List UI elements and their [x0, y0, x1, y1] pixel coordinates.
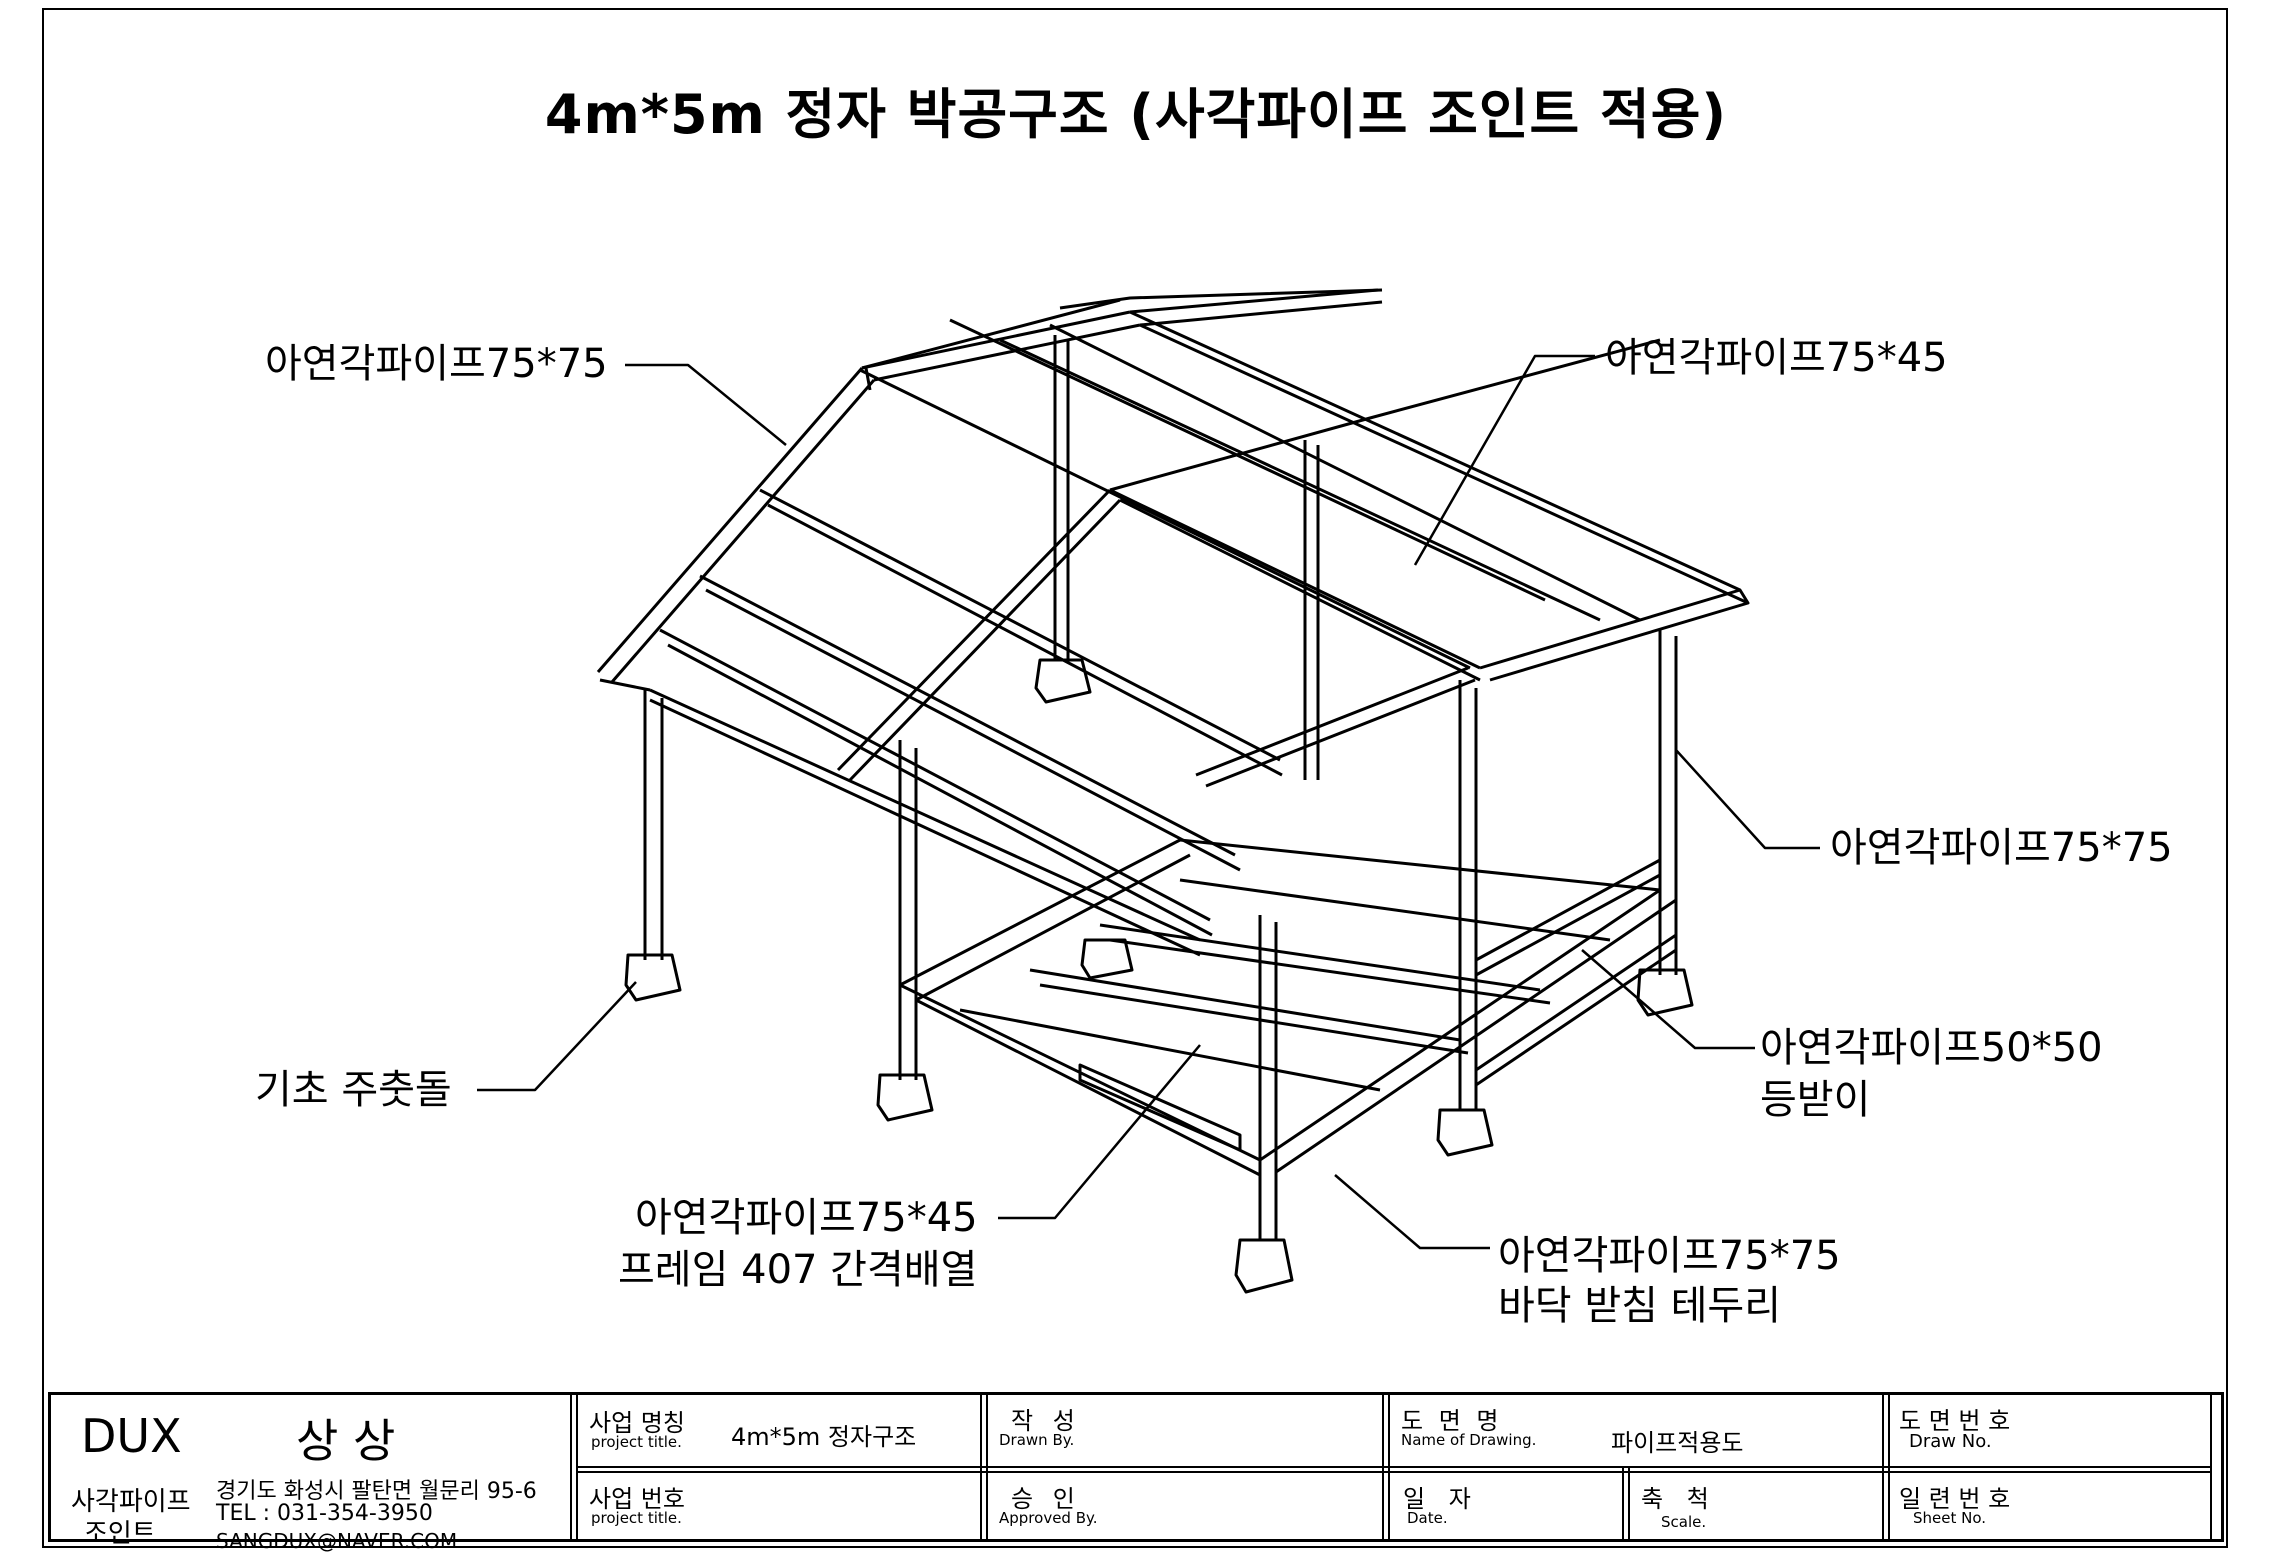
approved-by-label-en: Approved By.	[999, 1509, 1098, 1527]
roof-rafter-right	[1129, 310, 1749, 605]
date-label-en: Date.	[1407, 1509, 1448, 1527]
company-email: SANGDUX@NAVER.COM	[216, 1529, 458, 1553]
gable-rafter-left	[596, 367, 876, 683]
leader-foundation	[477, 981, 637, 1092]
callout-frame-2: 프레임 407 간격배열	[618, 1247, 978, 1293]
front-gable-mid	[1195, 666, 1476, 788]
roof-eave-right	[1479, 588, 1750, 682]
draw-no-label: 도 면 번 호	[1899, 1407, 2011, 1435]
drawing-name-label: 도 면 명	[1401, 1407, 1503, 1435]
scale-label: 축 척	[1641, 1485, 1717, 1513]
leader-floor	[1334, 1174, 1490, 1250]
ridge-beam	[861, 288, 1383, 370]
company-name: 상 상	[296, 1414, 396, 1468]
floor-frame-back	[899, 838, 1191, 1002]
drawn-by-label-en: Drawn By.	[999, 1431, 1075, 1449]
project-no-label-en: project title.	[591, 1509, 682, 1527]
leader-top-left	[625, 363, 787, 446]
sheet-no-label-en: Sheet No.	[1913, 1509, 1987, 1527]
project-name-label: 사업 명칭	[589, 1409, 685, 1437]
foundation-stone-1	[624, 953, 682, 1002]
draw-no-label-en: Draw No.	[1909, 1431, 1992, 1452]
purlin-3	[699, 574, 1241, 872]
company-address: 경기도 화성시 팔탄면 월문리 95-6	[216, 1479, 537, 1504]
leader-backrest	[1581, 949, 1755, 1050]
sheet-no-label: 일 련 번 호	[1899, 1485, 2011, 1513]
floor-frame-right	[1179, 838, 1661, 892]
leader-frame	[998, 1044, 1201, 1220]
title-block-grid	[570, 1395, 2212, 1539]
brand-sub-1: 사각파이프	[71, 1487, 191, 1517]
ridge-top	[1059, 288, 1383, 310]
post-back-left	[1053, 335, 1070, 660]
floor-frame-front	[1259, 888, 1677, 1174]
post-back-right	[1303, 440, 1320, 780]
foundation-stone-4	[1436, 1108, 1494, 1157]
purlin-6	[1049, 323, 1641, 622]
floor-joist-4	[1179, 878, 1611, 942]
leader-right-post	[1675, 749, 1820, 850]
callout-foundation: 기초 주춧돌	[255, 1067, 452, 1113]
floor-joist-3	[1099, 923, 1551, 1005]
foundation-stone-5	[1636, 968, 1694, 1017]
project-name-label-en: project title.	[591, 1433, 682, 1451]
foundation-stone-2	[876, 1073, 934, 1122]
project-no-label: 사업 번호	[589, 1485, 685, 1513]
post-left-front	[643, 690, 664, 960]
project-name-value: 4m*5m 정자구조	[731, 1423, 917, 1451]
drawing-name-label-en: Name of Drawing.	[1401, 1431, 1537, 1449]
post-right-front	[1458, 680, 1478, 1110]
callout-floor-2: 바닥 받침 테두리	[1498, 1283, 1782, 1329]
callout-top-right: 아연각파이프75*45	[1605, 335, 1948, 381]
approved-by-label: 승 인	[1011, 1485, 1081, 1513]
post-center	[1258, 915, 1278, 1240]
callout-backrest-1: 아연각파이프50*50	[1760, 1025, 2103, 1071]
foundation-stone-3	[1234, 1238, 1294, 1294]
brand-logo-text: DUX	[81, 1409, 182, 1463]
date-label: 일 자	[1403, 1485, 1479, 1513]
foundation-stone-6	[1034, 658, 1092, 704]
eave-beam-left-2	[649, 698, 1201, 957]
front-gable-left	[836, 488, 1122, 782]
leader-top-right	[1413, 354, 1595, 566]
floor-joist-1	[959, 1008, 1381, 1092]
callout-frame-1: 아연각파이프75*45	[635, 1195, 978, 1241]
callout-right-post: 아연각파이프75*75	[1830, 825, 2173, 871]
title-block: DUX 상 상 사각파이프 조인트 경기도 화성시 팔탄면 월문리 95-6 T…	[48, 1392, 2224, 1553]
backrest-rail	[1475, 933, 1677, 1087]
floor-joist-2	[1029, 968, 1469, 1055]
post-left-mid	[898, 740, 918, 1080]
foundation-stone-7	[1080, 938, 1134, 980]
post-right-back	[1658, 630, 1678, 975]
purlin-2	[759, 488, 1283, 777]
scale-label-en: Scale.	[1661, 1513, 1707, 1531]
brand-sub-2: 조인트	[84, 1519, 156, 1549]
gable-rafter-left-2	[861, 310, 1141, 391]
drawn-by-label: 작 성	[1011, 1407, 1081, 1435]
callout-backrest-2: 등받이	[1760, 1077, 1871, 1123]
callout-top-left: 아연각파이프75*75	[265, 341, 608, 387]
drawing-sheet-border	[42, 8, 2228, 1548]
purlin-5	[949, 318, 1601, 622]
purlin-1	[859, 368, 1471, 670]
floor-skirt	[1078, 1063, 1242, 1152]
callout-floor-1: 아연각파이프75*75	[1498, 1233, 1841, 1279]
company-tel: TEL : 031-354-3950	[216, 1501, 433, 1526]
ridge-second	[1109, 338, 1661, 492]
drawing-name-value: 파이프적용도	[1611, 1429, 1744, 1457]
page-title: 4m*5m 정자 박공구조 (사각파이프 조인트 적용)	[544, 83, 1728, 146]
front-gable-right	[1109, 488, 1481, 682]
purlin-4	[659, 628, 1213, 937]
backrest-rail-2	[1475, 858, 1661, 977]
